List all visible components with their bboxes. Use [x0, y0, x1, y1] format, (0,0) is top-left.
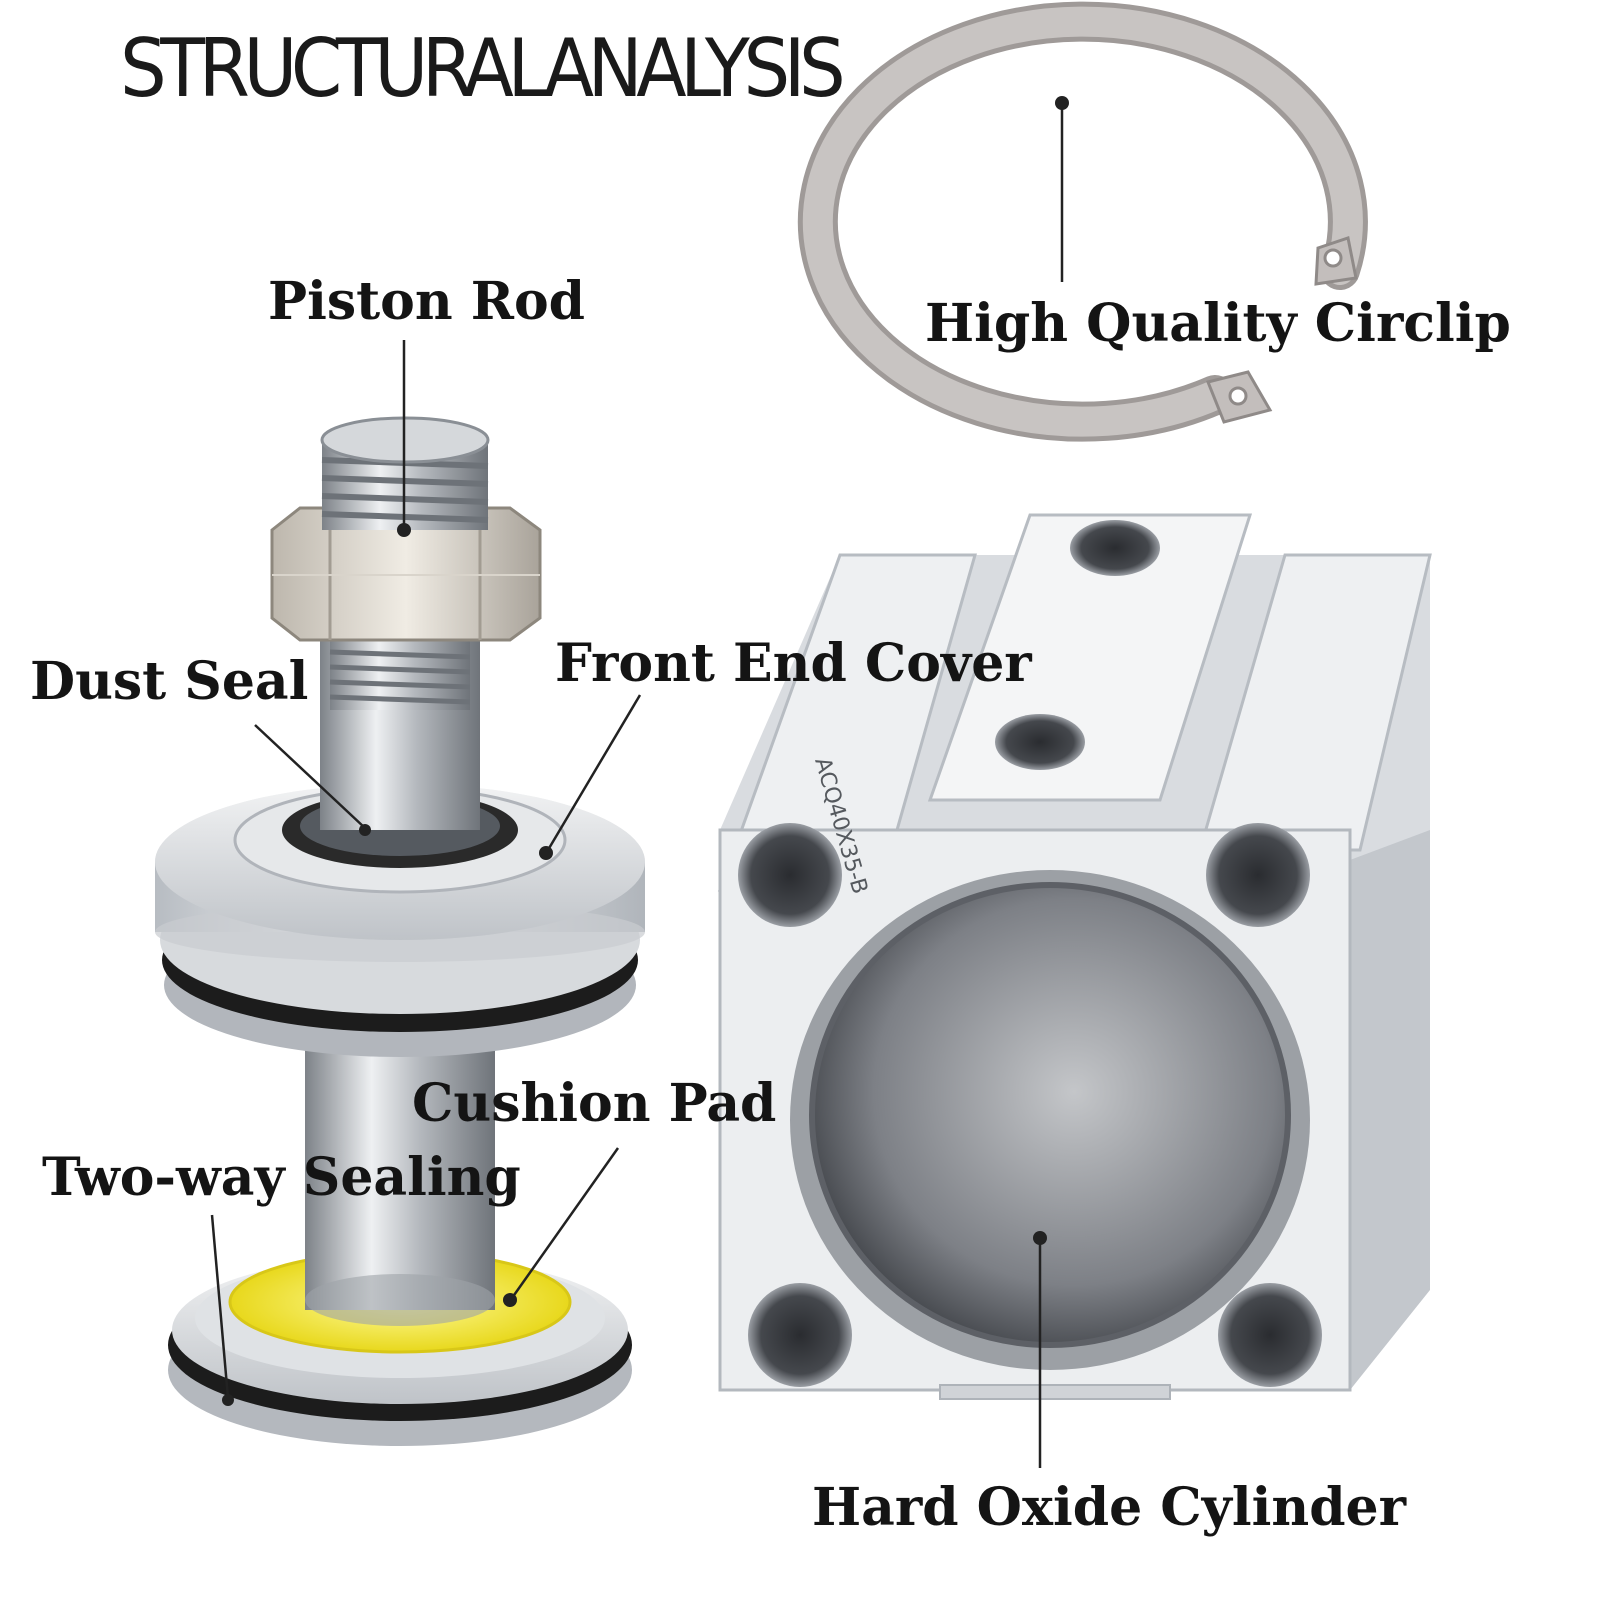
- page-title: STRUCTURALANALYSIS: [120, 22, 846, 115]
- right-side-face: [1350, 830, 1430, 1390]
- label-cushion-pad: Cushion Pad: [412, 1073, 777, 1134]
- mounting-hole-bottom-right: [1218, 1283, 1322, 1387]
- label-front-end-cover: Front End Cover: [555, 633, 1032, 694]
- port-hole-lower: [995, 714, 1085, 770]
- mounting-hole-top-right: [1206, 823, 1310, 927]
- mounting-hole-top-left: [738, 823, 842, 927]
- label-piston-rod: Piston Rod: [268, 271, 586, 332]
- bottom-slot: [939, 1384, 1171, 1400]
- label-dust-seal: Dust Seal: [30, 651, 309, 712]
- circlip-lug-hole-top: [1323, 248, 1343, 268]
- leader-dust-seal: [254, 724, 366, 829]
- mounting-hole-bottom-left: [748, 1283, 852, 1387]
- top-rib-right: [1198, 553, 1432, 852]
- leader-front-end-cover: [546, 694, 642, 851]
- leader-lines: [210, 96, 1069, 1468]
- label-two-way-sealing: Two-way Sealing: [42, 1147, 521, 1208]
- bore: [812, 885, 1288, 1345]
- label-circlip: High Quality Circlip: [925, 293, 1511, 354]
- label-hard-oxide-cylinder: Hard Oxide Cylinder: [812, 1477, 1407, 1538]
- port-hole-upper: [1070, 520, 1160, 576]
- leader-cushion-pad: [510, 1147, 620, 1299]
- cylinder-body: ACQ40X35-B: [717, 513, 1432, 1400]
- circlip-lug-hole-bottom: [1228, 386, 1248, 406]
- circlip: [797, 1, 1368, 442]
- piston-assembly: [155, 416, 645, 1446]
- leader-two-way-sealing: [210, 1214, 230, 1399]
- rod-thread-lower: [329, 640, 471, 710]
